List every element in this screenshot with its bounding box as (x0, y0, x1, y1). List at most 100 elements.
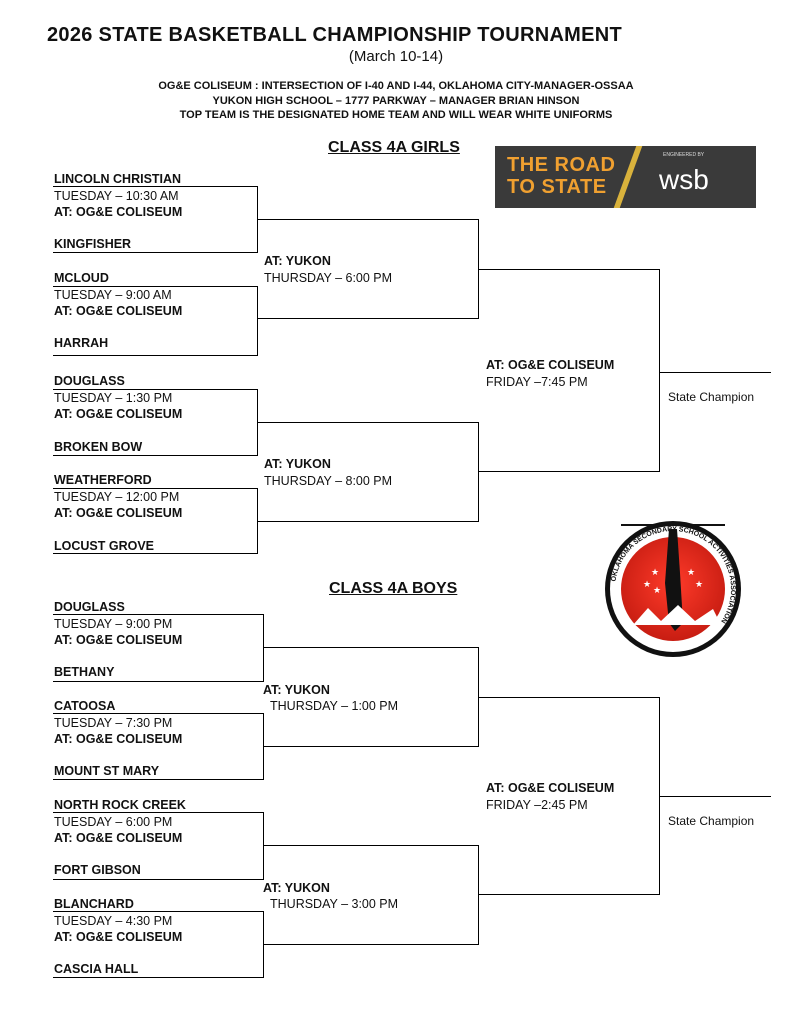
bracket-line (263, 944, 479, 945)
banner-small-text: ENGINEERED BY (663, 152, 705, 158)
bracket-line (53, 252, 258, 253)
team-name: KINGFISHER (54, 237, 132, 251)
bracket-line (53, 879, 264, 880)
bracket-line (53, 911, 264, 912)
game-venue: AT: OG&E COLISEUM (54, 930, 183, 944)
bracket-line (263, 647, 479, 648)
svg-text:★: ★ (695, 579, 703, 589)
final-time: FRIDAY –2:45 PM (486, 798, 588, 812)
semi-venue: AT: YUKON (264, 457, 331, 471)
game-time: TUESDAY – 9:00 PM (54, 617, 173, 631)
game-venue: AT: OG&E COLISEUM (54, 831, 183, 845)
game-time: TUESDAY – 1:30 PM (54, 391, 173, 405)
bracket-line (53, 614, 264, 615)
bracket-line (478, 894, 660, 895)
bracket-line (257, 219, 479, 220)
final-venue: AT: OG&E COLISEUM (486, 358, 615, 372)
team-name: LINCOLN CHRISTIAN (54, 172, 182, 186)
boys-bracket-title: CLASS 4A BOYS (329, 580, 458, 597)
bracket-connector-vertical (478, 845, 479, 945)
venue-info-line-2: YUKON HIGH SCHOOL – 1777 PARKWAY – MANAG… (212, 95, 580, 107)
bracket-line (263, 845, 479, 846)
banner-text: THE ROAD TO STATE (507, 154, 616, 198)
bracket-line (659, 372, 771, 373)
team-name: MOUNT ST MARY (54, 764, 160, 778)
bracket-line (53, 713, 264, 714)
bracket-line (53, 355, 258, 356)
game-venue: AT: OG&E COLISEUM (54, 633, 183, 647)
svg-text:★: ★ (653, 585, 661, 595)
semi-venue: AT: YUKON (263, 881, 330, 895)
team-name: HARRAH (54, 336, 109, 350)
game-venue: AT: OG&E COLISEUM (54, 732, 183, 746)
bracket-connector-vertical (659, 269, 660, 472)
girls-bracket-title: CLASS 4A GIRLS (328, 139, 460, 156)
semi-time: THURSDAY – 1:00 PM (270, 699, 399, 713)
game-time: TUESDAY – 6:00 PM (54, 815, 173, 829)
final-time: FRIDAY –7:45 PM (486, 375, 588, 389)
page-title: 2026 STATE BASKETBALL CHAMPIONSHIP TOURN… (47, 24, 623, 46)
road-to-state-banner: THE ROAD TO STATE ENGINEERED BY wsb (495, 146, 756, 208)
state-champion-label: State Champion (668, 814, 755, 828)
semi-venue: AT: YUKON (263, 683, 330, 697)
team-name: MCLOUD (54, 271, 109, 285)
venue-info-line-1: OG&E COLISEUM : INTERSECTION OF I-40 AND… (158, 80, 634, 92)
semi-venue: AT: YUKON (264, 254, 331, 268)
bracket-line (478, 471, 660, 472)
bracket-line (478, 697, 660, 698)
svg-text:★: ★ (643, 579, 651, 589)
bracket-connector-vertical (257, 286, 258, 356)
road-stripe (613, 146, 643, 208)
final-venue: AT: OG&E COLISEUM (486, 781, 615, 795)
team-name: LOCUST GROVE (54, 539, 155, 553)
state-champion-label: State Champion (668, 390, 755, 404)
game-time: TUESDAY – 4:30 PM (54, 914, 173, 928)
semi-time: THURSDAY – 6:00 PM (264, 271, 393, 285)
team-name: FORT GIBSON (54, 863, 141, 877)
svg-text:★: ★ (651, 567, 659, 577)
team-name: BROKEN BOW (54, 440, 143, 454)
tournament-dates: (March 10-14) (348, 48, 444, 65)
team-name: DOUGLASS (54, 600, 125, 614)
bracket-line (53, 779, 264, 780)
team-name: BLANCHARD (54, 897, 134, 911)
bracket-connector-vertical (263, 614, 264, 682)
game-time: TUESDAY – 10:30 AM (54, 189, 179, 203)
team-name: CATOOSA (54, 699, 116, 713)
game-venue: AT: OG&E COLISEUM (54, 304, 183, 318)
bracket-line (257, 422, 479, 423)
bracket-line (53, 455, 258, 456)
bracket-line (53, 488, 258, 489)
game-venue: AT: OG&E COLISEUM (54, 506, 183, 520)
team-name: WEATHERFORD (54, 473, 152, 487)
bracket-line (53, 977, 264, 978)
bracket-line (53, 389, 258, 390)
svg-text:★: ★ (687, 567, 695, 577)
bracket-line (478, 269, 660, 270)
team-name: CASCIA HALL (54, 962, 139, 976)
semi-time: THURSDAY – 8:00 PM (264, 474, 393, 488)
game-time: TUESDAY – 9:00 AM (54, 288, 172, 302)
uniform-note: TOP TEAM IS THE DESIGNATED HOME TEAM AND… (179, 109, 613, 121)
bracket-connector-vertical (478, 422, 479, 522)
bracket-line (53, 553, 258, 554)
game-venue: AT: OG&E COLISEUM (54, 407, 183, 421)
bracket-line (659, 796, 771, 797)
ossaa-seal-logo: OKLAHOMA SECONDARY SCHOOL ACTIVITIES ASS… (603, 513, 743, 663)
bracket-line (53, 812, 264, 813)
wsb-logo: wsb (659, 164, 709, 195)
game-time: TUESDAY – 12:00 PM (54, 490, 180, 504)
semi-time: THURSDAY – 3:00 PM (270, 897, 399, 911)
bracket-line (53, 681, 264, 682)
game-time: TUESDAY – 7:30 PM (54, 716, 173, 730)
bracket-line (263, 746, 479, 747)
bracket-connector-vertical (263, 812, 264, 880)
team-name: NORTH ROCK CREEK (54, 798, 186, 812)
game-venue: AT: OG&E COLISEUM (54, 205, 183, 219)
bracket-line (257, 521, 479, 522)
bracket-line (53, 186, 258, 187)
team-name: BETHANY (54, 665, 115, 679)
bracket-line (53, 286, 258, 287)
team-name: DOUGLASS (54, 374, 125, 388)
bracket-line (257, 318, 479, 319)
